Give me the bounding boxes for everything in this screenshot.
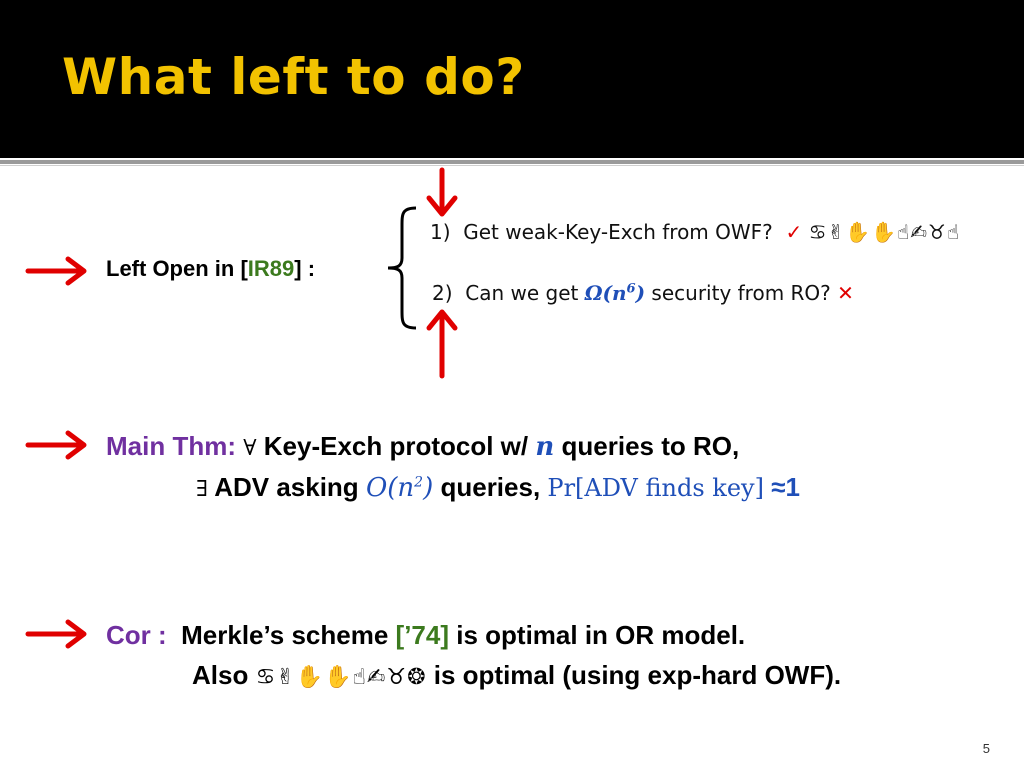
omega-math: Ω(n6) xyxy=(585,281,645,305)
main-thm-tail: queries, xyxy=(440,472,541,502)
big-o-math: O(n2) xyxy=(366,473,433,503)
right-arrow-icon xyxy=(25,256,87,286)
left-open-label: Left Open in [IR89] : xyxy=(106,256,315,282)
cross-icon: ✕ xyxy=(837,281,854,305)
n-variable: n xyxy=(535,432,555,462)
cor-line-2: Also ♋✌✋✋☝✍♉❂ is optimal (using exp-hard… xyxy=(192,660,841,691)
main-thm-label: Main Thm: xyxy=(106,431,236,461)
cor-label: Cor : xyxy=(106,620,167,650)
header-divider-thin xyxy=(0,165,1024,166)
cor-tail: is optimal (using exp-hard OWF). xyxy=(433,660,842,690)
left-open-prefix: Left Open in [ xyxy=(106,256,248,281)
open-item-2: 2) Can we get Ω(n6) security from RO? ✕ xyxy=(432,281,854,305)
open-item-1: 1) Get weak-Key-Exch from OWF? ✓ ♋✌✋✋☝✍♉… xyxy=(430,220,960,244)
left-brace-icon xyxy=(387,206,417,330)
omega-expression: Ω(n xyxy=(584,281,627,305)
item-text-tail: security from RO? xyxy=(651,281,831,305)
symbol-glyphs: ♋✌✋✋☝✍♉❂ xyxy=(255,665,427,690)
symbol-glyphs: ♋✌✋✋☝✍♉☝ xyxy=(808,220,961,244)
left-open-suffix: ] : xyxy=(294,256,316,281)
approx-one: ≈1 xyxy=(771,472,800,502)
cor-text: Merkle’s scheme xyxy=(181,620,389,650)
main-thm-line-2: ∃ ADV asking O(n2) queries, Pr[ADV finds… xyxy=(196,472,800,503)
main-thm-text: ADV asking xyxy=(214,472,359,502)
big-o-close: ) xyxy=(423,473,434,503)
forall-symbol: ∀ xyxy=(243,436,257,461)
checkmark-icon: ✓ xyxy=(785,220,803,244)
item-text: Can we get xyxy=(465,281,579,305)
cor-also: Also xyxy=(192,660,249,690)
merkle-citation: [’74] xyxy=(395,620,449,650)
item-text: Get weak-Key-Exch from OWF? xyxy=(463,220,773,244)
ir89-citation: IR89 xyxy=(247,256,295,281)
item-number: 2) xyxy=(432,281,453,305)
slide-title: What left to do? xyxy=(62,48,525,106)
item-number: 1) xyxy=(430,220,451,244)
cor-line-1: Cor : Merkle’s scheme [’74] is optimal i… xyxy=(106,620,745,651)
down-arrow-icon xyxy=(426,167,458,217)
exists-symbol: ∃ xyxy=(196,477,208,502)
slide-number: 5 xyxy=(982,741,990,756)
main-thm-tail: queries to RO, xyxy=(561,431,740,461)
big-o-exponent: 2 xyxy=(414,474,424,491)
big-o-expression: O(n xyxy=(365,473,415,503)
slide-header: What left to do? xyxy=(0,0,1024,158)
main-thm-line-1: Main Thm: ∀ Key-Exch protocol w/ n queri… xyxy=(106,431,739,462)
probability-expression: Pr[ADV finds key] xyxy=(547,474,764,502)
up-arrow-icon xyxy=(426,309,458,379)
header-divider xyxy=(0,160,1024,164)
omega-close: ) xyxy=(635,281,646,305)
right-arrow-icon xyxy=(25,619,87,649)
right-arrow-icon xyxy=(25,430,87,460)
omega-exponent: 6 xyxy=(626,281,636,297)
cor-tail: is optimal in OR model. xyxy=(456,620,746,650)
main-thm-text: Key-Exch protocol w/ xyxy=(263,431,529,461)
